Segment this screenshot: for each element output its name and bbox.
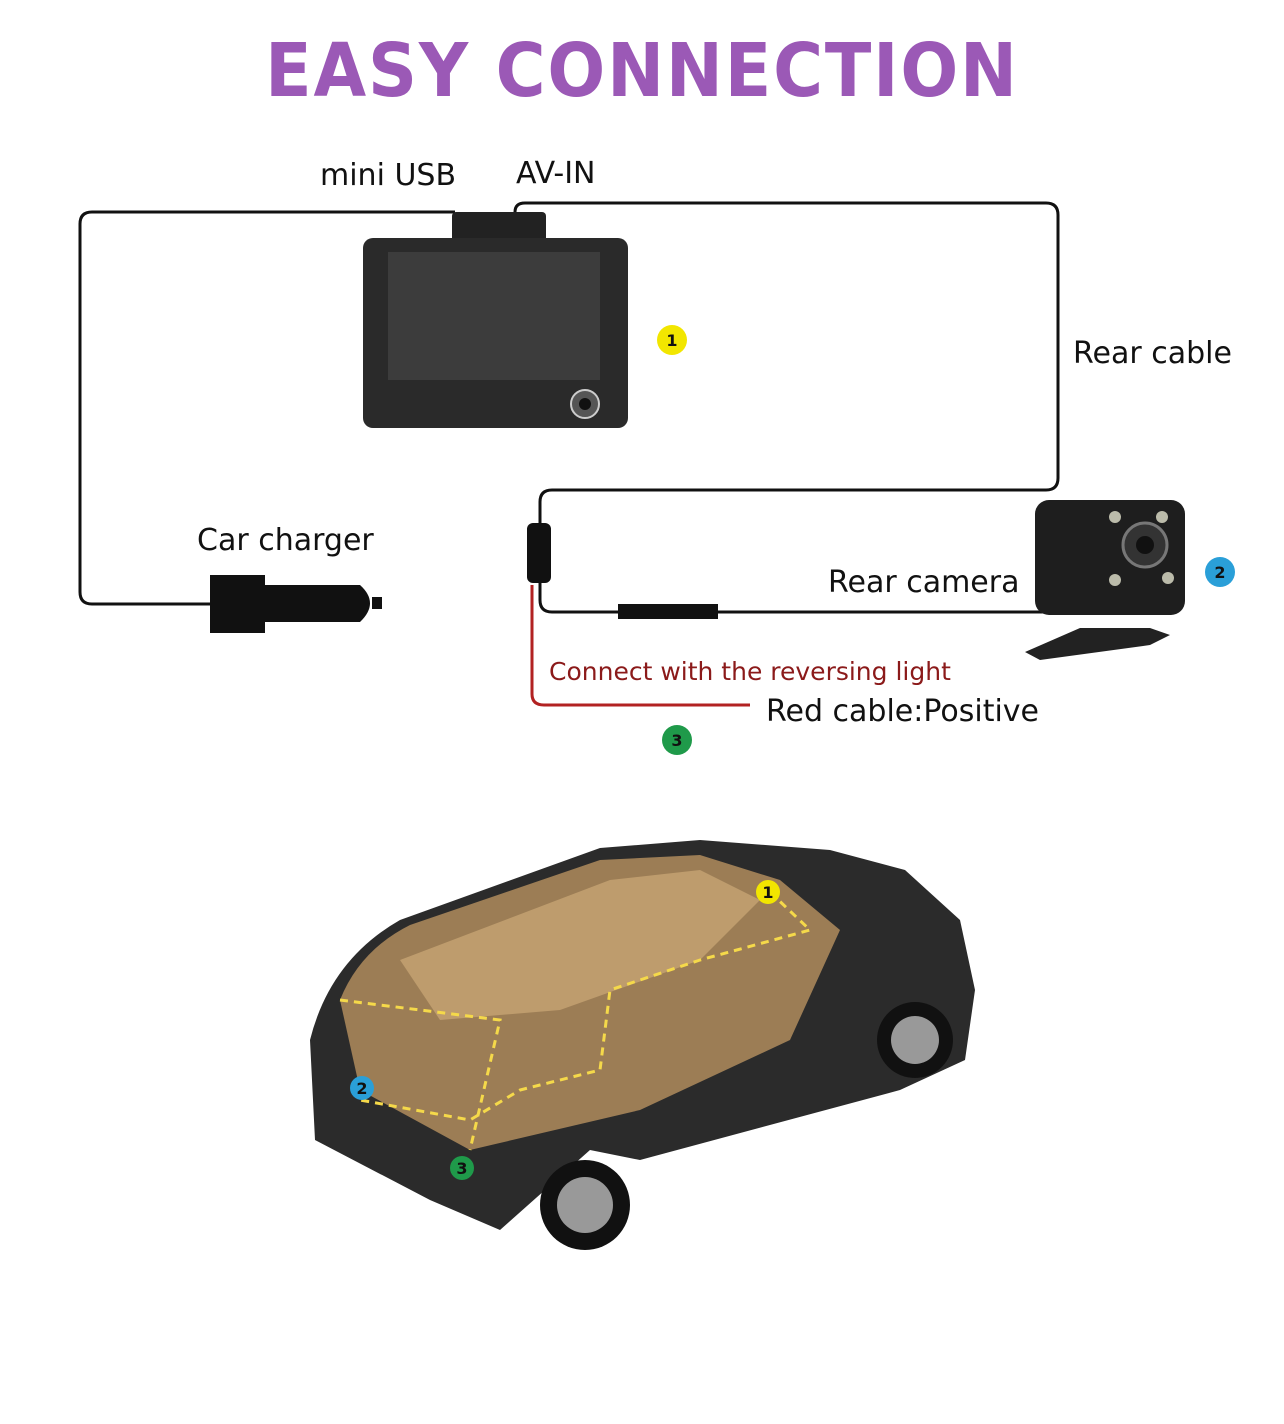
rear-cable bbox=[513, 201, 1060, 528]
av-in-label: AV-IN bbox=[516, 156, 596, 191]
badge-3: 3 bbox=[662, 725, 692, 755]
svg-text:3: 3 bbox=[671, 731, 682, 750]
badge-2: 2 bbox=[1205, 557, 1235, 587]
red-cable-label: Red cable:Positive bbox=[766, 694, 1040, 729]
svg-text:3: 3 bbox=[456, 1159, 467, 1178]
charger-cable bbox=[78, 210, 455, 606]
svg-text:1: 1 bbox=[762, 883, 773, 902]
wire-route bbox=[359, 890, 813, 1122]
car-illustration: 1 2 3 bbox=[310, 840, 975, 1250]
cable-connector bbox=[618, 604, 718, 619]
rear-camera-label: Rear camera bbox=[828, 565, 1020, 600]
rear-camera-cable bbox=[538, 580, 1050, 614]
inline-connector bbox=[527, 523, 551, 583]
rear-cable-label: Rear cable bbox=[1073, 336, 1232, 371]
badge-1: 1 bbox=[657, 325, 687, 355]
page-title: EASY CONNECTION bbox=[265, 28, 1019, 114]
car-charger-label: Car charger bbox=[197, 523, 374, 558]
reversing-light-label: Connect with the reversing light bbox=[549, 657, 951, 686]
svg-text:1: 1 bbox=[666, 331, 677, 350]
red-cable bbox=[530, 585, 750, 707]
svg-text:2: 2 bbox=[356, 1079, 367, 1098]
svg-text:2: 2 bbox=[1214, 563, 1225, 582]
dash-cam-device bbox=[363, 212, 628, 428]
car-charger-plug bbox=[210, 575, 382, 633]
rear-camera-device bbox=[1025, 500, 1185, 660]
mini-usb-label: mini USB bbox=[320, 158, 457, 193]
